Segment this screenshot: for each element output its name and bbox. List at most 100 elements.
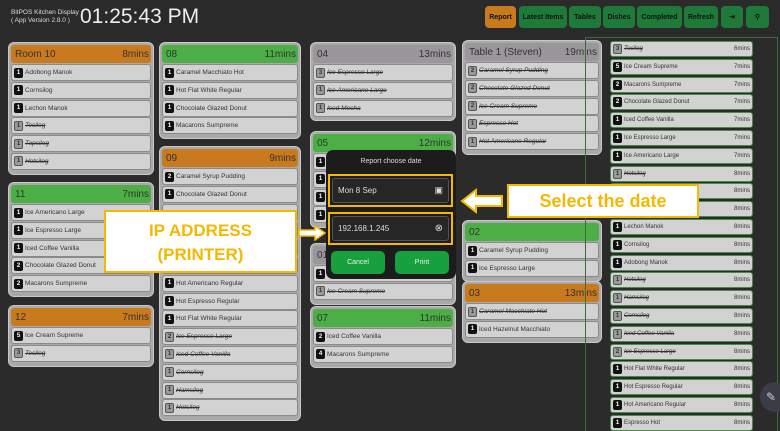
edit-fab-button[interactable]: ✎ (760, 382, 780, 412)
item-name: Iced Coffee Vanilla (624, 330, 675, 337)
print-button[interactable]: Print (395, 251, 449, 274)
item-elapsed-time: 8mins (733, 259, 750, 266)
calendar-icon[interactable]: ▣ (434, 185, 443, 195)
item-name: Ice Cream Supreme (327, 287, 386, 295)
toolbar-tables-button[interactable]: Tables (569, 6, 601, 28)
cancel-button[interactable]: Cancel (331, 251, 385, 274)
item-elapsed-time: 8mins (733, 277, 750, 284)
toolbar-completed-button[interactable]: Completed (637, 6, 682, 28)
item-quantity-badge: 3 (316, 67, 325, 78)
settings-button[interactable]: ⚲ (746, 6, 769, 28)
toolbar-report-button[interactable]: Report (485, 6, 516, 28)
date-picker[interactable]: Mon 8 Sep▣ (332, 178, 449, 203)
item-quantity-badge: 1 (316, 156, 325, 167)
item-name: Lechon Manok (25, 104, 68, 112)
exit-button[interactable]: ⇥ (721, 6, 743, 28)
order-elapsed-time: 9mins (269, 152, 296, 164)
clear-icon[interactable]: ⊗ (434, 223, 443, 234)
toolbar-latest-items-button[interactable]: Latest Items (519, 6, 567, 28)
item-name: Cornsilog (624, 313, 650, 319)
item-quantity-badge: 2 (14, 278, 23, 289)
ip-address-input[interactable]: 192.168.1.245⊗ (332, 216, 449, 241)
item-quantity-badge: 1 (14, 243, 23, 254)
toolbar-refresh-button[interactable]: Refresh (684, 6, 718, 28)
item-quantity-badge: 3 (613, 44, 622, 54)
item-quantity-badge: 1 (468, 136, 477, 147)
toolbar-dishes-button[interactable]: Dishes (603, 6, 635, 28)
order-card-header: 02 (465, 223, 599, 241)
item-quantity-badge: 1 (14, 120, 23, 131)
item-quantity-badge: 1 (165, 120, 174, 131)
item-quantity-badge: 1 (14, 156, 23, 167)
